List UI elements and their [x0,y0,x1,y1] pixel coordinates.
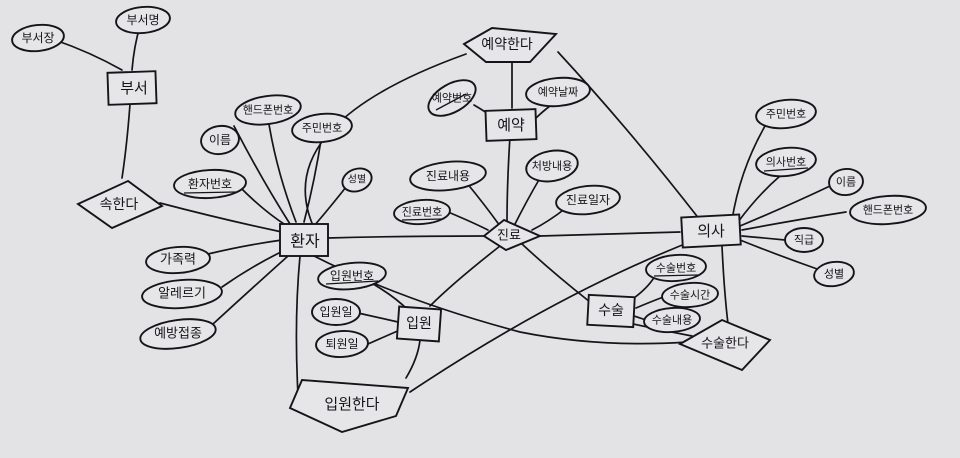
entity-admission: 입원 [395,305,443,343]
svg-text:수술: 수술 [598,303,624,319]
attr-surg-no: 수술번호 [645,253,707,283]
entity-department: 부서 [106,70,158,106]
entity-patient: 환자 [279,223,329,257]
entity-doctor: 의사 [680,213,742,249]
svg-text:성별: 성별 [348,174,366,186]
svg-text:가족력: 가족력 [160,253,196,268]
svg-text:입원: 입원 [406,316,432,332]
attr-patient-name: 이름 [200,124,240,156]
connector-lines [54,25,847,396]
attr-adm-out: 퇴원일 [315,329,369,359]
attr-treat-no: 진료번호 [393,198,451,226]
attr-patient-ssn: 주민번호 [291,112,353,144]
svg-text:수술한다: 수술한다 [701,337,749,352]
attr-doc-phone: 핸드폰번호 [849,194,927,226]
svg-text:진료내용: 진료내용 [426,169,470,183]
entity-reservation: 예약 [484,108,538,142]
attr-doc-rank: 직급 [784,227,824,253]
svg-text:환자번호: 환자번호 [188,177,232,191]
svg-text:의사: 의사 [697,222,725,240]
svg-text:주민번호: 주민번호 [302,122,342,135]
svg-text:진료번호: 진료번호 [402,206,442,219]
svg-text:환자: 환자 [290,232,320,251]
svg-text:예약: 예약 [497,116,525,134]
attr-dept-manager: 부서장 [11,23,65,53]
svg-text:부서: 부서 [120,79,148,97]
relationship-admits: 입원한다 [288,379,410,434]
svg-text:처방내용: 처방내용 [532,160,572,173]
svg-text:부서장: 부서장 [21,31,54,45]
svg-text:입원한다: 입원한다 [324,395,379,413]
svg-text:알레르기: 알레르기 [158,287,206,302]
attr-treat-content: 진료내용 [409,160,487,192]
svg-text:의사번호: 의사번호 [766,156,806,169]
svg-text:예약날짜: 예약날짜 [538,85,578,99]
attr-treat-prescription: 처방내용 [525,149,579,183]
attr-adm-no: 입원번호 [317,261,387,291]
attr-patient-family: 가족력 [145,245,211,275]
relationship-reserves: 예약한다 [462,27,559,63]
attr-patient-id: 환자번호 [173,168,247,200]
relationship-treatment: 진료 [482,218,543,252]
svg-text:부서명: 부서명 [126,13,159,27]
svg-text:예약한다: 예약한다 [481,37,533,53]
attr-res-no: 예약번호 [427,79,477,117]
attr-patient-vaccine: 예방접종 [139,318,217,350]
attr-res-date: 예약날짜 [525,76,591,108]
relationship-belongs: 속한다 [76,179,164,230]
attr-doc-gender: 성별 [813,260,855,288]
entity-surgery: 수술 [586,293,636,329]
svg-text:속한다: 속한다 [100,197,139,213]
svg-text:입원일: 입원일 [319,305,352,319]
attr-patient-gender: 성별 [341,167,373,193]
attr-doc-id: 의사번호 [755,146,817,178]
attr-doc-ssn: 주민번호 [755,98,817,130]
svg-text:이름: 이름 [836,176,856,189]
attr-adm-in: 입원일 [311,298,361,326]
svg-text:핸드폰번호: 핸드폰번호 [243,104,294,117]
attr-surg-content: 수술내용 [643,306,701,334]
attr-surg-time: 수술시간 [661,281,719,309]
svg-text:퇴원일: 퇴원일 [325,337,358,351]
svg-text:예약번호: 예약번호 [432,91,472,105]
svg-text:진료: 진료 [497,229,521,244]
attr-treat-date: 진료일자 [555,184,621,216]
attr-doc-name: 이름 [828,167,864,197]
svg-text:예방접종: 예방접종 [154,327,202,342]
attr-dept-name: 부서명 [115,5,171,35]
svg-text:입원번호: 입원번호 [330,269,374,283]
svg-text:이름: 이름 [209,133,231,147]
svg-text:진료일자: 진료일자 [566,193,610,207]
attr-patient-allergy: 알레르기 [141,278,223,310]
svg-text:수술내용: 수술내용 [652,314,692,327]
svg-text:주민번호: 주민번호 [766,108,806,121]
svg-text:성별: 성별 [824,268,844,281]
attr-patient-phone: 핸드폰번호 [234,94,302,126]
svg-text:수술번호: 수술번호 [656,262,696,275]
svg-text:핸드폰번호: 핸드폰번호 [863,204,914,217]
svg-text:수술시간: 수술시간 [670,289,710,302]
svg-text:직급: 직급 [794,234,814,247]
relationship-operates: 수술한다 [677,318,772,372]
